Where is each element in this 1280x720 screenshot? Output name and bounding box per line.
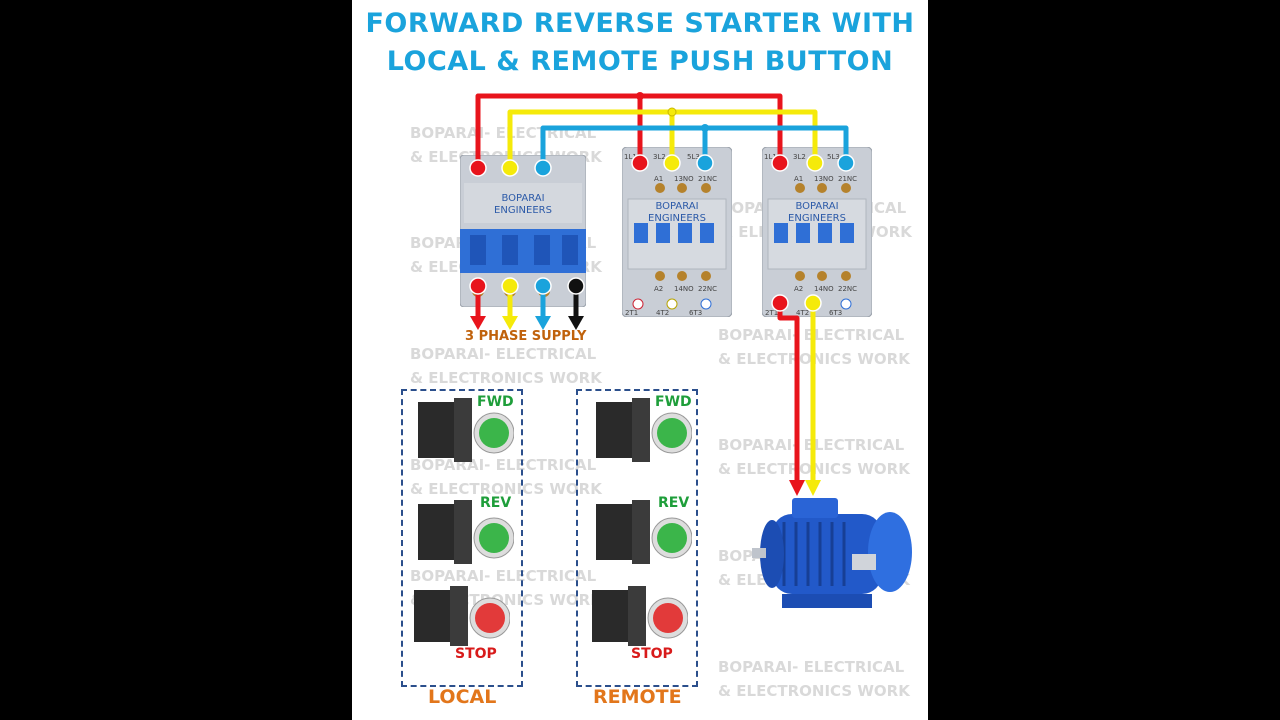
term-22nc: 22NC	[698, 285, 718, 293]
term-4t2: 4T2	[796, 309, 810, 317]
term-6t3: 6T3	[689, 309, 703, 317]
local-rev-button[interactable]	[414, 498, 514, 568]
term-1l1: 1L1	[624, 153, 637, 161]
local-rev-label: REV	[480, 495, 512, 511]
term-3l2: 3L2	[793, 153, 806, 161]
term-14no: 14NO	[814, 285, 834, 293]
local-label: LOCAL	[428, 686, 497, 708]
wire-blue-phase	[540, 125, 849, 166]
term-21nc: 21NC	[838, 175, 858, 183]
term-5l3: 5L3	[827, 153, 840, 161]
term-2t1: 2T1	[765, 309, 779, 317]
watermark: BOPARAI- ELECTRICAL& ELECTRONICS WORK	[410, 345, 602, 387]
wiring	[469, 92, 855, 496]
term-13no: 13NO	[674, 175, 694, 183]
wire-red-phase	[475, 93, 783, 166]
local-fwd-label: FWD	[477, 394, 514, 410]
title-line-1: FORWARD REVERSE STARTER WITH	[365, 8, 915, 39]
remote-group	[576, 389, 698, 687]
remote-rev-label: REV	[658, 495, 690, 511]
term-5l3: 5L3	[687, 153, 700, 161]
diagram-panel: FORWARD REVERSE STARTER WITH LOCAL & REM…	[352, 0, 928, 720]
term-14no: 14NO	[674, 285, 694, 293]
term-22nc: 22NC	[838, 285, 858, 293]
term-6t3: 6T3	[829, 309, 843, 317]
term-a1: A1	[794, 175, 804, 183]
wire-red-to-motor	[777, 303, 800, 480]
term-a2: A2	[794, 285, 804, 293]
local-group	[401, 389, 523, 687]
supply-label: 3 PHASE SUPPLY	[465, 329, 587, 344]
remote-stop-button[interactable]	[588, 584, 688, 650]
motor	[752, 498, 912, 608]
remote-fwd-label: FWD	[655, 394, 692, 410]
term-1l1: 1L1	[764, 153, 777, 161]
term-4t2: 4T2	[656, 309, 670, 317]
contactor-forward	[622, 147, 732, 317]
term-2t1: 2T1	[625, 309, 639, 317]
local-fwd-button[interactable]	[414, 396, 514, 466]
remote-stop-label: STOP	[631, 646, 673, 662]
term-a2: A2	[654, 285, 664, 293]
term-a1: A1	[654, 175, 664, 183]
remote-fwd-button[interactable]	[592, 396, 692, 466]
term-13no: 13NO	[814, 175, 834, 183]
term-21nc: 21NC	[698, 175, 718, 183]
remote-label: REMOTE	[593, 686, 682, 708]
wire-yellow-phase	[507, 109, 818, 166]
term-3l2: 3L2	[653, 153, 666, 161]
watermark: BOPARAI- ELECTRICAL& ELECTRONICS WORK	[718, 658, 910, 700]
title-line-2: LOCAL & REMOTE PUSH BUTTON	[386, 46, 894, 77]
contactor-reverse	[762, 147, 872, 317]
local-stop-button[interactable]	[410, 584, 510, 650]
circuit-breaker	[460, 155, 586, 307]
local-stop-label: STOP	[455, 646, 497, 662]
remote-rev-button[interactable]	[592, 498, 692, 568]
